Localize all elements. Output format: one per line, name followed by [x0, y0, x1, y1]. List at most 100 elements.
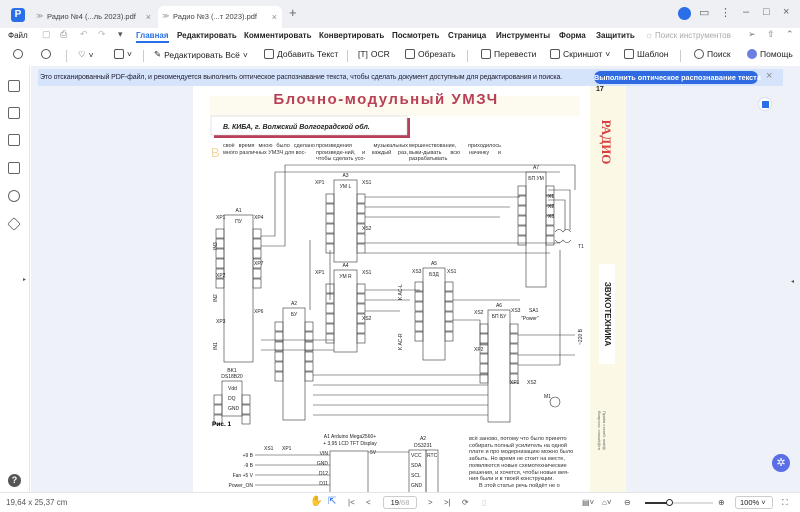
edit-all-label: Редактировать Всё	[164, 49, 240, 60]
pin	[274, 321, 284, 332]
save-icon[interactable]: ▢	[42, 29, 51, 39]
comment-icon[interactable]	[8, 134, 20, 146]
thumbnails-icon[interactable]	[8, 80, 20, 92]
upload-icon[interactable]: ⇧	[767, 29, 775, 39]
last-page-icon[interactable]: >|	[444, 498, 451, 507]
scan-button[interactable]	[758, 97, 772, 111]
menu-home[interactable]: Главная	[136, 31, 169, 43]
bookmark-icon[interactable]	[8, 107, 20, 119]
perform-ocr-button[interactable]: Выполнить оптическое распознавание текст…	[594, 71, 761, 84]
zoom-in-button[interactable]	[41, 49, 51, 59]
menu-comment[interactable]: Комментировать	[244, 31, 312, 40]
quick-access-icon[interactable]: ▾	[118, 29, 123, 39]
read-mode-icon[interactable]: ⌂˅	[602, 498, 612, 507]
avatar[interactable]	[678, 7, 691, 20]
rotate-icon[interactable]: ⟳	[462, 498, 469, 507]
menu-file[interactable]: Файл	[8, 31, 28, 40]
menu-view[interactable]: Посмотреть	[392, 31, 440, 40]
pen-icon: ✎	[154, 49, 162, 59]
menu-edit[interactable]: Редактировать	[177, 31, 237, 40]
new-tab-button[interactable]: +	[289, 5, 297, 20]
block-a4	[333, 269, 358, 353]
collapse-icon[interactable]: ⌃	[786, 29, 794, 39]
fig2-signal: Power_ON	[229, 483, 254, 489]
send-icon[interactable]: ➢	[748, 29, 756, 39]
highlight-button[interactable]: ♡˅	[78, 49, 94, 60]
fig2-rtc-pin: GND	[411, 483, 423, 489]
page-number: 17	[596, 86, 604, 93]
edit-all-button[interactable]: ✎Редактировать Всё˅	[154, 49, 248, 60]
expand-panel-icon[interactable]: ▸	[23, 277, 27, 283]
menu-tools[interactable]: Инструменты	[496, 31, 551, 40]
menu-page[interactable]: Страница	[448, 31, 487, 40]
block-name: DS18B20	[221, 374, 243, 380]
pin	[325, 313, 335, 324]
maximize-button[interactable]: □	[763, 6, 770, 18]
zoom-out-button[interactable]	[13, 49, 23, 59]
pin	[517, 215, 527, 226]
block-ref: A1	[235, 208, 241, 214]
pin	[325, 323, 335, 334]
pin	[517, 235, 527, 246]
ocr-button[interactable]: [T]OCR	[358, 49, 390, 59]
schematic-label: XP2	[474, 347, 484, 353]
fullscreen-icon[interactable]: ⛶	[782, 498, 788, 507]
fit-icon[interactable]: ▯	[482, 498, 487, 507]
zoom-slider[interactable]	[645, 499, 713, 506]
select-tool-icon[interactable]: ⇱	[328, 496, 337, 507]
undo-icon[interactable]: ↶	[80, 29, 88, 39]
menu-form[interactable]: Форма	[559, 31, 586, 40]
template-button[interactable]: Шаблон	[624, 49, 668, 59]
hand-tool-icon[interactable]: ✋	[310, 496, 323, 507]
close-icon[interactable]: ×	[145, 12, 151, 22]
wire	[453, 319, 488, 346]
menu-convert[interactable]: Конвертировать	[319, 31, 385, 40]
help-button[interactable]: Помощь	[747, 49, 793, 59]
crop-button[interactable]: Обрезать	[405, 49, 456, 59]
menu-protect[interactable]: Защитить	[596, 31, 635, 40]
close-window-button[interactable]: ×	[783, 6, 790, 18]
pin	[517, 195, 527, 206]
expand-right-panel-icon[interactable]: ◂	[791, 279, 795, 285]
prev-page-icon[interactable]: <	[366, 498, 371, 507]
tool-search-input[interactable]: Поиск инструментов	[655, 31, 731, 40]
search-icon[interactable]	[8, 190, 20, 202]
feedback-icon[interactable]: ▭	[699, 7, 710, 19]
minimize-button[interactable]: –	[743, 6, 750, 18]
close-icon[interactable]: ×	[271, 12, 277, 22]
pin	[356, 213, 366, 224]
close-banner-icon[interactable]: ×	[766, 70, 773, 82]
translate-button[interactable]: Перевести	[481, 49, 536, 59]
pin	[545, 225, 555, 236]
body-line: собирать полный усилитель на одной	[469, 442, 568, 449]
schematic-label: GND	[228, 406, 240, 412]
pin	[325, 303, 335, 314]
zoom-select[interactable]: 100% ˅	[735, 496, 773, 509]
schematic-label: XS2	[474, 310, 484, 316]
screenshot-button[interactable]: Скриншот˅	[550, 49, 610, 59]
ai-assistant-button[interactable]: ✲	[772, 454, 790, 472]
next-page-icon[interactable]: >	[428, 498, 433, 507]
shape-button[interactable]: ˅	[114, 49, 132, 59]
search-button[interactable]: Поиск	[694, 49, 731, 59]
page-input[interactable]: 19/68	[383, 496, 417, 509]
drop-cap: В	[211, 145, 220, 160]
zoom-slider-handle[interactable]	[666, 499, 673, 506]
attachment-icon[interactable]	[8, 162, 20, 174]
pin	[509, 363, 519, 374]
layers-icon[interactable]	[7, 217, 21, 231]
first-page-icon[interactable]: |<	[348, 498, 355, 507]
tab-radio-3[interactable]: ≫Радио №3 (...т 2023).pdf×	[158, 6, 282, 28]
ocr-icon: [T]	[358, 49, 368, 59]
pin	[414, 331, 424, 342]
redo-icon[interactable]: ↷	[98, 29, 106, 39]
page-layout-icon[interactable]: ▤˅	[582, 498, 595, 507]
tab-radio-4[interactable]: ≫Радио №4 (...ль 2023).pdf×	[32, 6, 156, 28]
add-text-button[interactable]: Добавить Текст	[264, 49, 338, 59]
zoom-out-icon[interactable]: ⊖	[624, 498, 631, 507]
pin	[444, 301, 454, 312]
more-icon[interactable]: ⋮	[720, 7, 731, 19]
print-icon[interactable]: ⎙	[60, 29, 68, 39]
help-icon[interactable]: ?	[8, 474, 21, 487]
zoom-in-icon[interactable]: ⊕	[718, 498, 725, 507]
